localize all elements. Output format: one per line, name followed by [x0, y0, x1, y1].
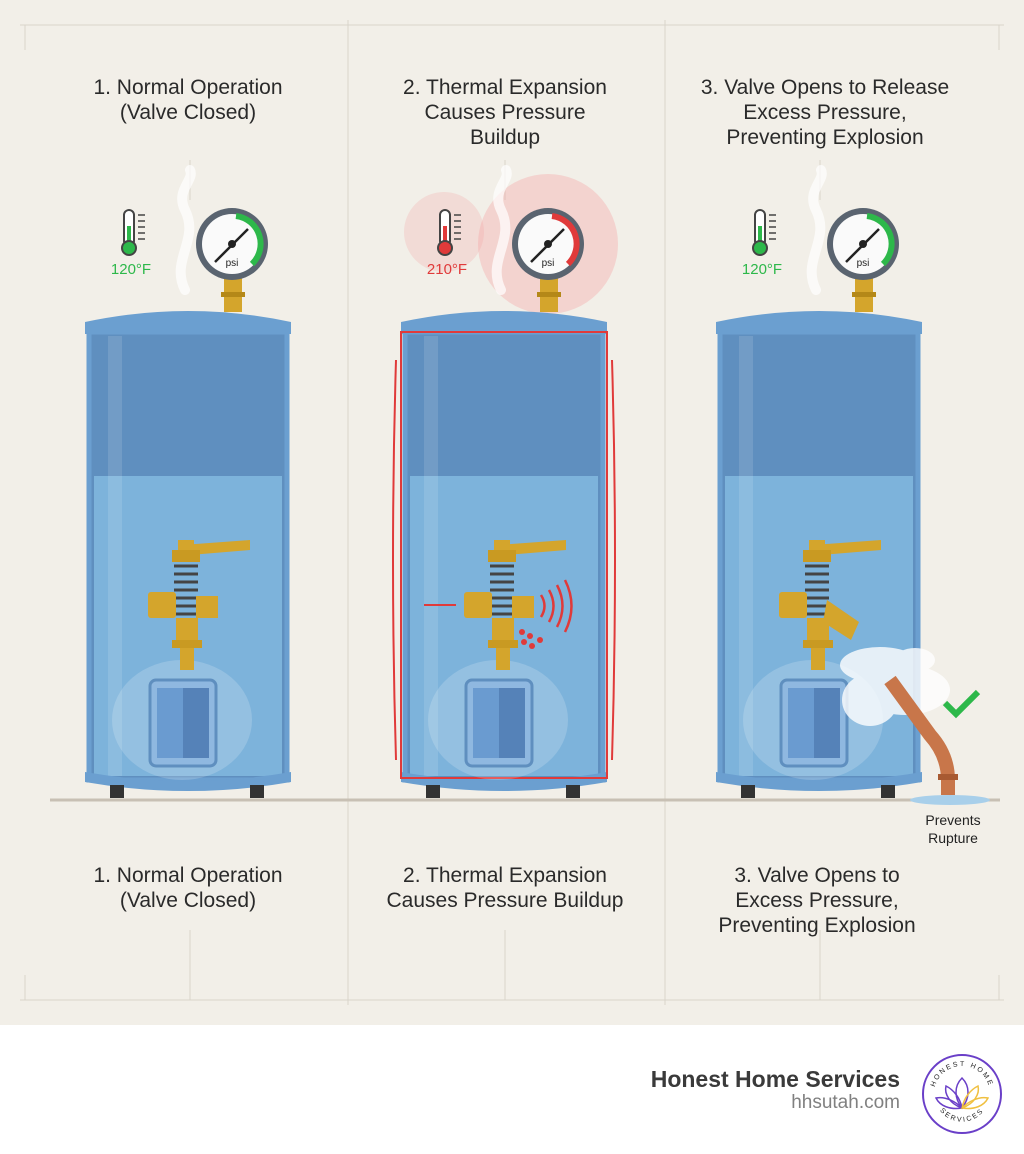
brand-block: Honest Home Services hhsutah.com: [651, 1066, 900, 1114]
thermometer-icon: [437, 209, 461, 256]
thermometer-icon: [121, 209, 145, 256]
relief-valve-icon: [779, 540, 881, 670]
tank-foot: [110, 785, 124, 798]
tank-foot: [426, 785, 440, 798]
svg-text:psi: psi: [542, 258, 555, 269]
footer: [0, 1025, 1024, 1154]
relief-valve-icon: [464, 540, 566, 670]
tank-lid: [85, 311, 291, 334]
panel-3-temperature: 120°F: [741, 261, 783, 278]
tank-foot: [741, 785, 755, 798]
panel-1-temperature: 120°F: [110, 261, 152, 278]
lotus-logo: HONEST HOME SERVICES: [922, 1054, 1002, 1134]
pressure-wave-icon: [539, 579, 573, 633]
water-puddle: [910, 795, 990, 805]
expansion-outline: [400, 331, 608, 779]
brand-url[interactable]: hhsutah.com: [791, 1092, 900, 1113]
pressure-gauge-icon: psi: [512, 208, 584, 280]
pressure-dots: [519, 629, 543, 649]
brand-name: Honest Home Services: [650, 1066, 900, 1092]
heating-element: [112, 660, 252, 780]
pressure-gauge-icon: psi: [196, 208, 268, 280]
svg-text:psi: psi: [226, 258, 239, 269]
panel-2-tank: psi: [392, 165, 618, 798]
thermometer-icon: [752, 209, 776, 256]
svg-text:psi: psi: [857, 258, 870, 269]
pressure-gauge-icon: psi: [827, 208, 899, 280]
panel-2-temperature: 210°F: [426, 261, 468, 278]
relief-valve-illustration: psi psi: [20, 20, 1004, 1005]
panel-1-caption: 1. Normal Operation(Valve Closed): [93, 864, 283, 912]
tank-lid: [401, 311, 607, 334]
background-grid: [20, 20, 1004, 1005]
heating-element: [743, 660, 883, 780]
panel-1-title: 1. Normal Operation(Valve Closed): [93, 76, 283, 124]
diagram-canvas: psi psi: [0, 0, 1024, 1025]
steam-wisp: [175, 165, 196, 295]
tank-lid: [716, 311, 922, 334]
tank-foot: [250, 785, 264, 798]
tank-foot: [566, 785, 580, 798]
tank-foot: [881, 785, 895, 798]
steam-wisp: [491, 165, 512, 295]
checkmark-icon: [942, 689, 981, 719]
relief-valve-icon: [148, 540, 250, 670]
heating-element: [428, 660, 568, 780]
steam-wisp: [806, 165, 827, 295]
panel-1-tank: psi: [85, 165, 291, 798]
